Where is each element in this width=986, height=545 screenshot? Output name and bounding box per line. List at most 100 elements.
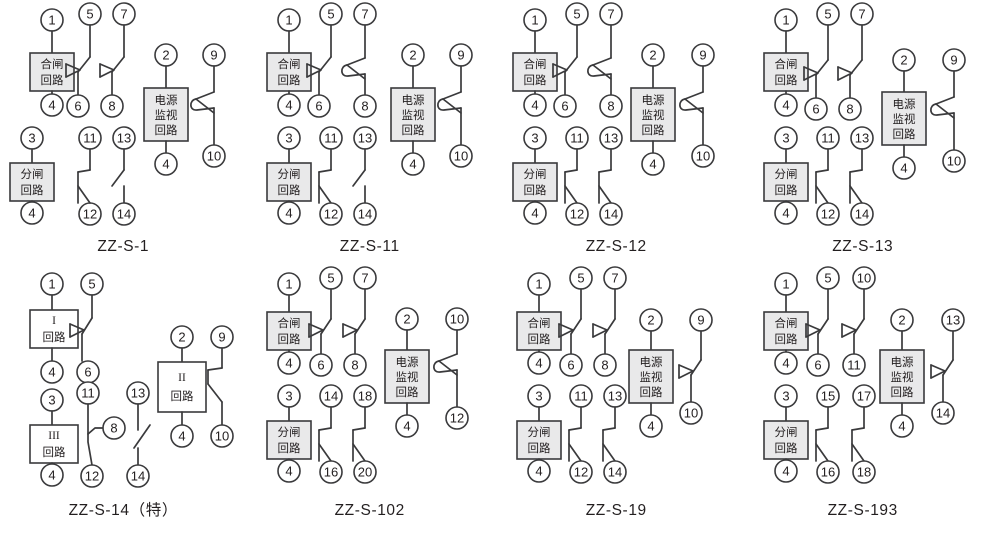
terminal-circle[interactable] (170, 424, 194, 448)
terminal-circle[interactable] (66, 94, 90, 118)
terminal-circle[interactable] (773, 201, 798, 225)
terminal-label: 4 (48, 468, 55, 483)
terminal-circle[interactable] (837, 97, 862, 121)
terminal-circle[interactable] (308, 353, 333, 377)
terminal-label: 11 (324, 131, 338, 146)
terminal-circle[interactable] (841, 353, 866, 377)
terminal-label: 4 (285, 464, 292, 479)
power-monitor-block (630, 87, 676, 142)
terminal-circle[interactable] (569, 460, 593, 484)
terminal-circle[interactable] (639, 414, 663, 438)
terminal-circle[interactable] (773, 351, 798, 375)
terminal-circle[interactable] (527, 351, 551, 375)
terminal-circle[interactable] (276, 93, 301, 117)
hook-contact-icon (684, 98, 704, 114)
terminal-circle[interactable] (851, 460, 876, 484)
terminal-circle[interactable] (318, 460, 343, 484)
terminal-circle[interactable] (306, 94, 331, 118)
terminal-circle[interactable] (889, 414, 914, 438)
power-monitor-block (880, 91, 927, 146)
terminal-label: 8 (607, 99, 614, 114)
terminal-circle[interactable] (805, 353, 830, 377)
contact-7-8: 7 8 (99, 2, 136, 118)
terminal-circle[interactable] (691, 144, 715, 168)
terminal-label: 4 (531, 206, 538, 221)
terminal-circle[interactable] (523, 93, 547, 117)
trip-circuit-block (516, 420, 562, 460)
power-monitor-label-2: 监视 (401, 108, 424, 122)
terminal-circle[interactable] (773, 459, 798, 483)
contact-13-14: 13 14 (848, 126, 874, 226)
terminal-circle[interactable] (352, 202, 377, 226)
terminal-circle[interactable] (603, 460, 627, 484)
contact-7-8: 7 8 (592, 266, 627, 377)
terminal-circle[interactable] (444, 406, 469, 430)
terminal-circle[interactable] (394, 414, 419, 438)
terminal-circle[interactable] (202, 144, 226, 168)
terminal-circle[interactable] (20, 201, 44, 225)
terminal-circle[interactable] (276, 201, 301, 225)
terminal-circle[interactable] (210, 424, 234, 448)
terminal-label: 14 (935, 406, 949, 421)
terminal-circle[interactable] (593, 353, 617, 377)
terminal-circle[interactable] (40, 360, 64, 384)
terminal-circle[interactable] (773, 93, 798, 117)
terminal-circle[interactable] (352, 460, 377, 484)
terminal-circle[interactable] (930, 401, 955, 425)
terminal-circle[interactable] (599, 202, 623, 226)
terminal-circle[interactable] (815, 460, 840, 484)
terminal-circle[interactable] (559, 353, 583, 377)
terminal-label: 14 (604, 207, 618, 222)
terminal-circle[interactable] (815, 202, 840, 226)
terminal-circle[interactable] (565, 202, 589, 226)
terminal-circle[interactable] (400, 152, 425, 176)
terminal-circle[interactable] (80, 464, 104, 488)
terminal-circle[interactable] (641, 152, 665, 176)
contact-blade (81, 317, 93, 335)
power-monitor-label-3: 回路 (155, 123, 178, 137)
contact-blade (602, 427, 616, 431)
close-circuit-block (516, 311, 562, 351)
terminal-circle[interactable] (523, 201, 547, 225)
circuit-II-block (157, 361, 207, 413)
terminal-label: 14 (357, 207, 371, 222)
terminal-circle[interactable] (527, 459, 551, 483)
diagram-caption: ZZ-S-11 (339, 238, 400, 255)
terminal-label: 7 (361, 271, 368, 286)
terminal-label: 4 (900, 161, 907, 176)
terminal-circle[interactable] (276, 351, 301, 375)
terminal-label: 2 (162, 48, 169, 63)
terminal-circle[interactable] (599, 94, 623, 118)
terminal-circle[interactable] (803, 97, 828, 121)
terminal-label: 6 (561, 99, 568, 114)
terminal-label: 4 (28, 206, 35, 221)
terminal-circle[interactable] (40, 463, 64, 487)
wire (564, 185, 578, 204)
terminal-circle[interactable] (112, 202, 136, 226)
terminal-circle[interactable] (102, 416, 126, 440)
terminal-circle[interactable] (941, 149, 966, 173)
circuit-II-label-1: II (178, 372, 186, 384)
arrow-flag-icon (305, 63, 322, 78)
contact-7-8: 7 8 (587, 2, 623, 118)
terminal-circle[interactable] (849, 202, 874, 226)
terminal-circle[interactable] (276, 459, 301, 483)
terminal-circle[interactable] (352, 94, 377, 118)
terminal-label: 4 (782, 206, 789, 221)
hook-contact-icon (437, 353, 458, 362)
terminal-label: 4 (647, 419, 654, 434)
terminal-circle[interactable] (154, 152, 178, 176)
terminal-circle[interactable] (342, 353, 367, 377)
terminal-circle[interactable] (553, 94, 577, 118)
terminal-circle[interactable] (448, 144, 473, 168)
terminal-label: 10 (946, 154, 960, 169)
terminal-circle[interactable] (40, 93, 64, 117)
terminal-circle[interactable] (318, 202, 343, 226)
terminal-circle[interactable] (679, 401, 703, 425)
contact-blade (77, 169, 91, 173)
terminal-circle[interactable] (100, 94, 124, 118)
terminal-label: 8 (110, 421, 117, 436)
terminal-circle[interactable] (891, 156, 916, 180)
diagram-zz-s-11: 1 合闸 回路 4 3 分闸 回路 (247, 0, 494, 262)
terminal-circle[interactable] (126, 464, 150, 488)
